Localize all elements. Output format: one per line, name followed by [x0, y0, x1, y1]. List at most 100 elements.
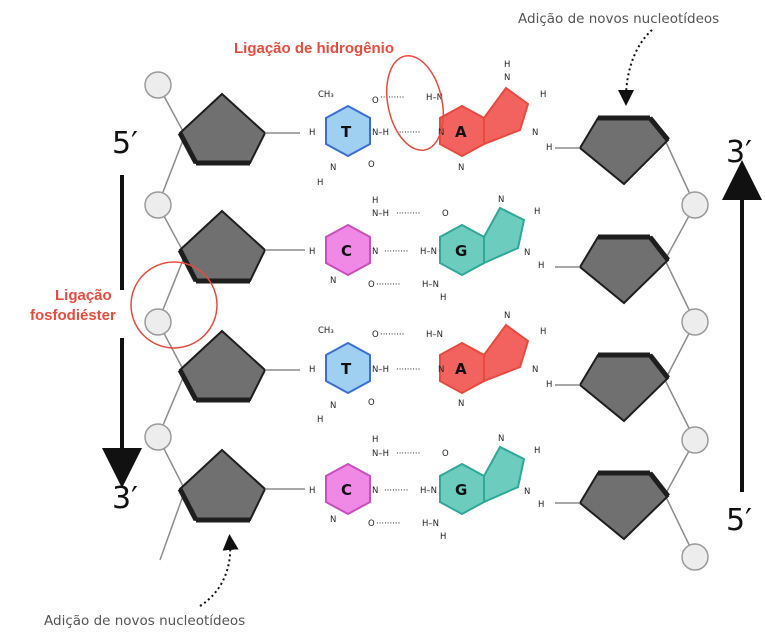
- phosphate-circle: [681, 426, 709, 454]
- guanine-five-ring: [483, 445, 526, 504]
- thymine-letter: T: [341, 123, 352, 141]
- hbond-dots: ·········: [396, 209, 420, 219]
- phosphodiester-label-line2: fosfodiéster: [30, 307, 116, 324]
- nitrogen-label: N: [498, 434, 504, 444]
- hydrogen-label: H: [546, 143, 552, 153]
- oxygen-label: O: [442, 449, 449, 459]
- adenine-five-ring: [483, 86, 530, 146]
- hn-label: H–N: [422, 280, 439, 290]
- nitrogen-label: N: [330, 401, 336, 411]
- guanine-letter: G: [455, 481, 467, 499]
- right-strand-5-prime: 5′: [726, 503, 752, 538]
- nh-label: N–H: [372, 365, 389, 375]
- hydrogen-label: H: [538, 500, 544, 510]
- phosphate-circle: [681, 191, 709, 219]
- oxygen-label: O: [442, 209, 449, 219]
- hydrogen-label: H: [372, 435, 378, 445]
- nitrogen-label: N: [372, 247, 378, 257]
- hydrogen-label: H: [317, 178, 323, 188]
- nitrogen-label: N: [532, 128, 538, 138]
- nitrogen-label: N: [504, 311, 510, 321]
- hydrogen-label: H: [309, 128, 315, 138]
- right-strand-3-prime: 3′: [726, 135, 752, 170]
- hn-label: H–N: [422, 519, 439, 529]
- adenine-letter: A: [455, 123, 467, 141]
- bottom-dotted-curved-arrow-icon: [199, 534, 239, 607]
- oxygen-label: O: [368, 398, 375, 408]
- nh-label: N–H: [372, 449, 389, 459]
- hbond-dots: ·········: [396, 128, 420, 138]
- phosphate-circle: [144, 308, 172, 336]
- sugar-pentagon: [177, 209, 305, 284]
- hbond-dots: ·········: [376, 519, 400, 529]
- sugar-pentagon: [177, 92, 300, 166]
- hydrogen-label: H: [317, 415, 323, 425]
- hbond-dots: ·········: [380, 93, 404, 103]
- hydrogen-label: H: [309, 486, 315, 496]
- phosphate-circle: [144, 191, 172, 219]
- thymine-ring: [325, 104, 371, 158]
- hydrogen-bond-label: Ligação de hidrogênio: [234, 40, 394, 57]
- nitrogen-label: N: [504, 73, 510, 83]
- thymine-letter: T: [341, 360, 352, 378]
- new-nucleotides-bottom-label: Adição de novos nucleotídeos: [44, 613, 245, 629]
- methyl-label: CH₃: [318, 90, 334, 100]
- sugar-pentagon: [177, 329, 300, 403]
- base-pair-1: T CH₃ O O N H H N–H ········· ········· …: [309, 60, 552, 188]
- nitrogen-label: N: [330, 163, 336, 173]
- left-strand-5-prime: 5′: [112, 126, 138, 161]
- left-backbone: [144, 71, 305, 561]
- oxygen-label: O: [368, 280, 375, 290]
- base-pair-2: C N–H H N O N H ········· ········· ····…: [309, 195, 544, 303]
- cytosine-letter: C: [341, 242, 352, 260]
- nitrogen-label: N: [524, 487, 530, 497]
- hn-label: H–N: [420, 247, 437, 257]
- phosphate-circle: [681, 543, 709, 571]
- sugar-pentagon: [177, 448, 305, 523]
- nitrogen-label: N: [372, 486, 378, 496]
- nitrogen-label: N: [524, 248, 530, 258]
- hydrogen-label: H: [372, 196, 378, 206]
- hydrogen-label: H: [540, 327, 546, 337]
- adenine-letter: A: [455, 360, 467, 378]
- nitrogen-label: N: [438, 365, 444, 375]
- oxygen-label: O: [372, 330, 379, 340]
- hydrogen-label: H: [538, 261, 544, 271]
- guanine-five-ring: [483, 206, 526, 265]
- nh-label: N–H: [372, 209, 389, 219]
- oxygen-label: O: [368, 160, 375, 170]
- phosphate-circle: [681, 308, 709, 336]
- new-nucleotides-top-label: Adição de novos nucleotídeos: [518, 11, 719, 27]
- hbond-dots: ·········: [384, 247, 408, 257]
- nitrogen-label: N: [330, 276, 336, 286]
- top-dotted-curved-arrow-icon: [618, 29, 653, 106]
- base-pair-3: T CH₃ O O N H H N–H ········· ········· …: [309, 311, 552, 425]
- sugar-pentagon: [555, 470, 670, 541]
- adenine-five-ring: [483, 323, 530, 383]
- oxygen-label: O: [372, 96, 379, 106]
- base-pair-4: C N–H H N O N H ········· ········· ····…: [309, 434, 544, 542]
- oxygen-label: O: [368, 519, 375, 529]
- hbond-dots: ·········: [376, 280, 400, 290]
- methyl-label: CH₃: [318, 326, 334, 336]
- guanine-letter: G: [455, 242, 467, 260]
- phosphate-circle: [144, 71, 172, 99]
- hydrogen-bond-highlight: [386, 54, 444, 152]
- hydrogen-label: H: [309, 247, 315, 257]
- right-backbone: [555, 115, 709, 571]
- hn-label: H–N: [420, 486, 437, 496]
- phosphodiester-highlight: [130, 261, 218, 349]
- hn-label: H–N: [426, 93, 443, 103]
- nitrogen-label: N: [498, 195, 504, 205]
- sugar-pentagon: [555, 115, 670, 186]
- hydrogen-label: H: [540, 90, 546, 100]
- hydrogen-label: H: [440, 532, 446, 542]
- hn-label: H–N: [426, 330, 443, 340]
- nitrogen-label: N: [458, 399, 464, 409]
- nitrogen-label: N: [458, 163, 464, 173]
- cytosine-ring: [325, 223, 371, 277]
- hbond-dots: ·········: [384, 486, 408, 496]
- hydrogen-label: H: [534, 207, 540, 217]
